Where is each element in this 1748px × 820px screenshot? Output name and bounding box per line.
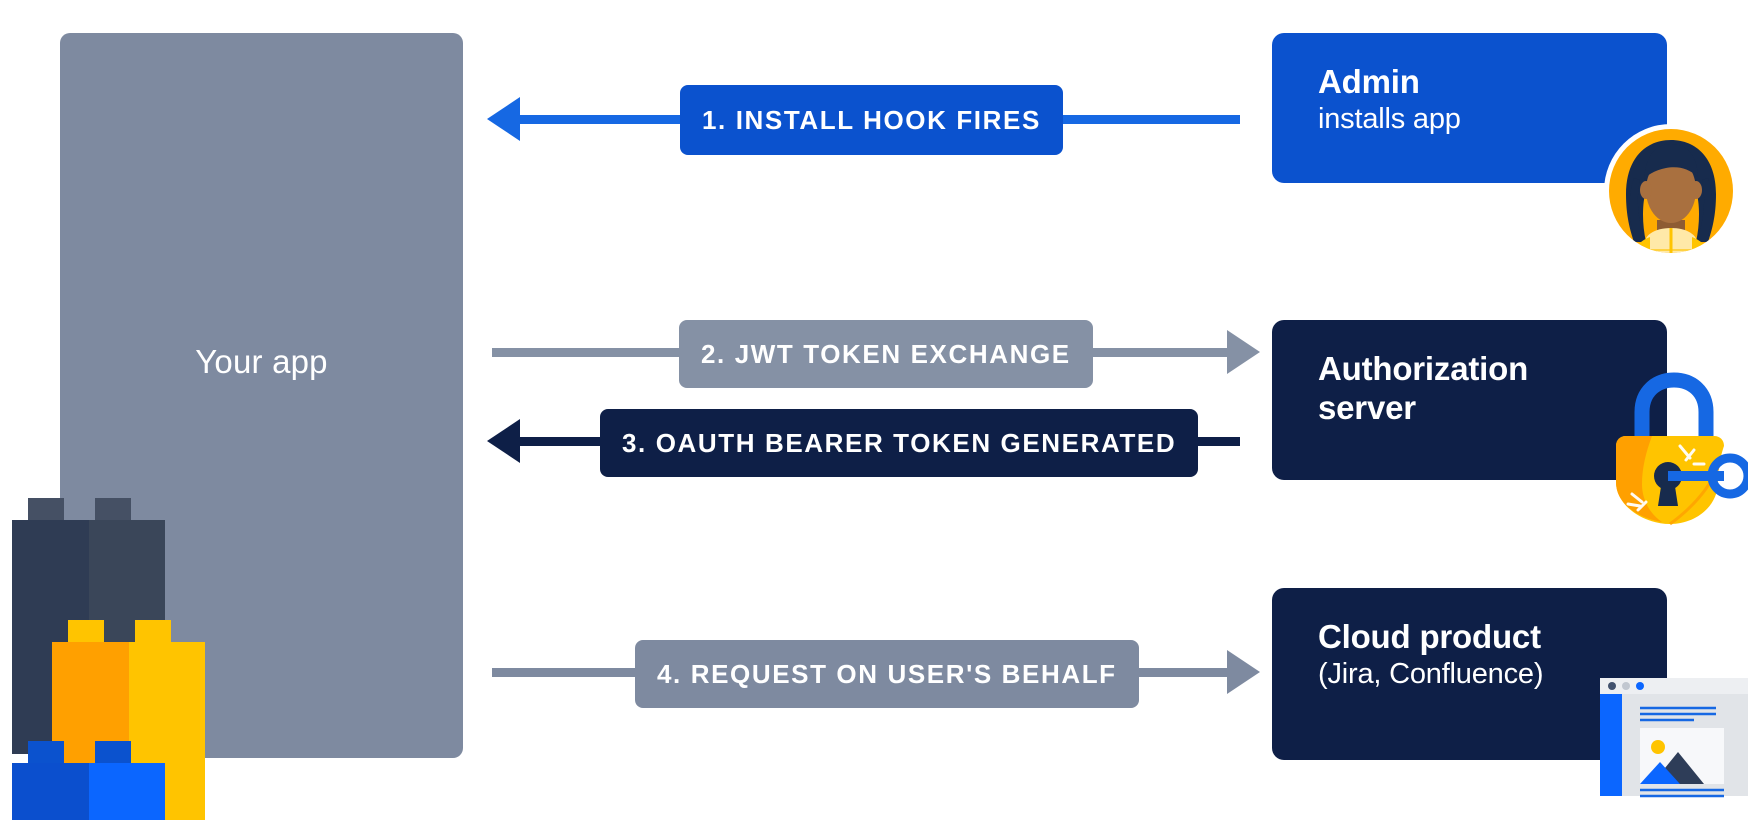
step-label-4: 4. REQUEST ON USER'S BEHALF [635, 640, 1139, 708]
lego-bricks-icon [0, 498, 230, 820]
node-admin-subtitle: installs app [1318, 102, 1461, 135]
browser-window-icon [1600, 678, 1748, 798]
node-cloud-subtitle: (Jira, Confluence) [1318, 657, 1544, 690]
node-authorization-server: Authorization server [1272, 320, 1667, 480]
arrow-head-1 [487, 97, 520, 141]
browser-sidebar [1600, 694, 1622, 796]
node-cloud-title: Cloud product [1318, 618, 1541, 655]
sun-icon [1651, 740, 1665, 754]
padlock-key-icon [1616, 372, 1748, 526]
arrow-head-4 [1227, 650, 1260, 694]
lego-brick-blue [12, 741, 165, 820]
window-dot-maximize-icon [1636, 682, 1644, 690]
arrow-head-3 [487, 419, 520, 463]
window-dot-close-icon [1608, 682, 1616, 690]
mountain-front-icon [1640, 762, 1680, 784]
node-admin-title: Admin [1318, 63, 1420, 100]
step-label-1: 1. INSTALL HOOK FIRES [680, 85, 1063, 155]
your-app-label: Your app [195, 343, 328, 380]
step-label-3: 3. OAUTH BEARER TOKEN GENERATED [600, 409, 1199, 477]
arrow-head-2 [1227, 330, 1260, 374]
node-auth-title: Authorization [1318, 350, 1529, 387]
window-dot-minimize-icon [1622, 682, 1630, 690]
step-label-2: 2. JWT TOKEN EXCHANGE [679, 320, 1093, 388]
avatar-person-icon [1604, 124, 1738, 258]
node-admin: Admin installs app [1272, 33, 1667, 183]
node-auth-title-line2: server [1318, 388, 1416, 426]
